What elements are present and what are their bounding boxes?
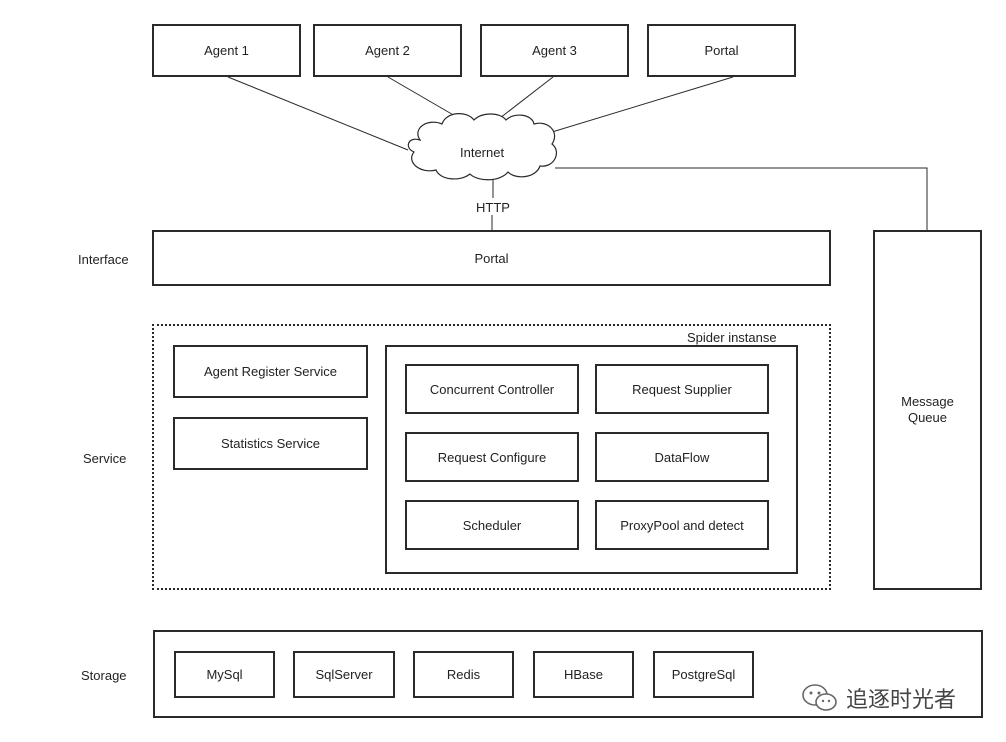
- proxypool-box: ProxyPool and detect: [595, 500, 769, 550]
- spider-instance-title: Spider instanse: [687, 330, 777, 345]
- line-agent2-internet: [387, 76, 463, 121]
- service-layer-container: [152, 324, 831, 590]
- request-supplier-label: Request Supplier: [632, 381, 732, 397]
- http-label: HTTP: [476, 200, 510, 215]
- top-portal-box: Portal: [647, 24, 796, 77]
- proxypool-label: ProxyPool and detect: [620, 517, 744, 533]
- storage-hbase-label: HBase: [563, 667, 604, 682]
- storage-mysql-label: MySql: [206, 667, 243, 682]
- agent-2-box: Agent 2: [313, 24, 462, 77]
- storage-redis-box: Redis: [413, 651, 514, 698]
- storage-mysql-box: MySql: [174, 651, 275, 698]
- agent-3-box: Agent 3: [480, 24, 629, 77]
- watermark-text: 追逐时光者: [846, 687, 957, 712]
- storage-sqlserver-label: SqlServer: [315, 667, 373, 682]
- request-supplier-box: Request Supplier: [595, 364, 769, 414]
- agent-1-box: Agent 1: [152, 24, 301, 77]
- interface-portal-box: Portal: [152, 230, 831, 286]
- layer-interface-label: Interface: [78, 252, 129, 267]
- agent-register-service-box: Agent Register Service: [173, 345, 368, 398]
- line-agent1-internet: [227, 76, 409, 151]
- statistics-service-label: Statistics Service: [221, 436, 320, 451]
- dataflow-label: DataFlow: [654, 449, 710, 465]
- storage-postgresql-box: PostgreSql: [653, 651, 754, 698]
- agent-register-service-label: Agent Register Service: [204, 364, 337, 379]
- agent-2-label: Agent 2: [365, 43, 410, 58]
- request-configure-label: Request Configure: [437, 449, 547, 465]
- watermark: 追逐时光者: [800, 682, 956, 714]
- message-queue-line-2: Queue: [907, 410, 948, 425]
- line-agent3-internet: [499, 76, 554, 119]
- interface-portal-label: Portal: [474, 250, 509, 266]
- layer-service-label: Service: [83, 451, 127, 466]
- wechat-icon: [802, 684, 837, 711]
- layer-storage-label: Storage: [81, 668, 127, 683]
- scheduler-box: Scheduler: [405, 500, 579, 550]
- top-portal-label: Portal: [704, 43, 739, 58]
- message-queue-line-1: Message: [901, 394, 954, 409]
- internet-label: Internet: [460, 145, 505, 160]
- concurrent-controller-label: Concurrent Controller: [429, 381, 555, 397]
- line-portal-internet: [551, 76, 734, 133]
- dataflow-box: DataFlow: [595, 432, 769, 482]
- storage-sqlserver-box: SqlServer: [293, 651, 395, 698]
- concurrent-controller-box: Concurrent Controller: [405, 364, 579, 414]
- storage-redis-label: Redis: [446, 667, 481, 682]
- storage-hbase-box: HBase: [533, 651, 634, 698]
- line-internet-mq: [555, 167, 928, 230]
- agent-3-label: Agent 3: [532, 43, 577, 58]
- statistics-service-box: Statistics Service: [173, 417, 368, 470]
- agent-1-label: Agent 1: [204, 43, 249, 58]
- request-configure-box: Request Configure: [405, 432, 579, 482]
- storage-postgresql-label: PostgreSql: [671, 667, 736, 682]
- message-queue-box: Message Queue: [873, 230, 982, 590]
- internet-cloud-shape: [407, 113, 557, 181]
- scheduler-label: Scheduler: [462, 517, 522, 533]
